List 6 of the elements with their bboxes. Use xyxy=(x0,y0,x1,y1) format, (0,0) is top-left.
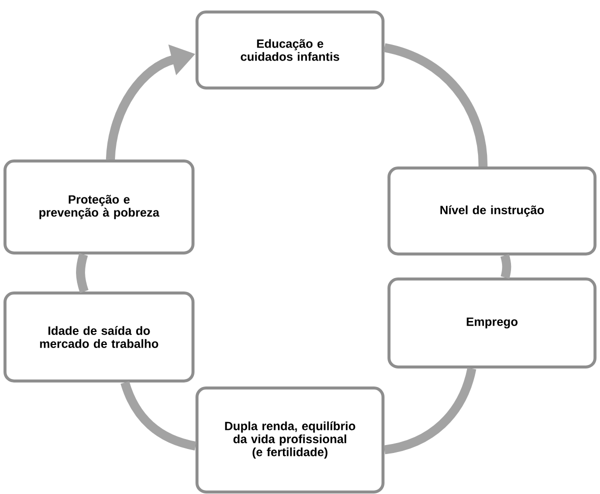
process-box: Proteção e prevenção à pobreza xyxy=(4,160,194,254)
process-box: Nível de instrução xyxy=(388,166,596,256)
process-box: Educação e cuidados infantis xyxy=(196,10,384,90)
process-box: Idade de saída do mercado de trabalho xyxy=(4,292,194,382)
process-box: Dupla renda, equilíbrio da vida profissional (e fertilidade) xyxy=(196,386,384,494)
process-box: Emprego xyxy=(388,278,596,368)
